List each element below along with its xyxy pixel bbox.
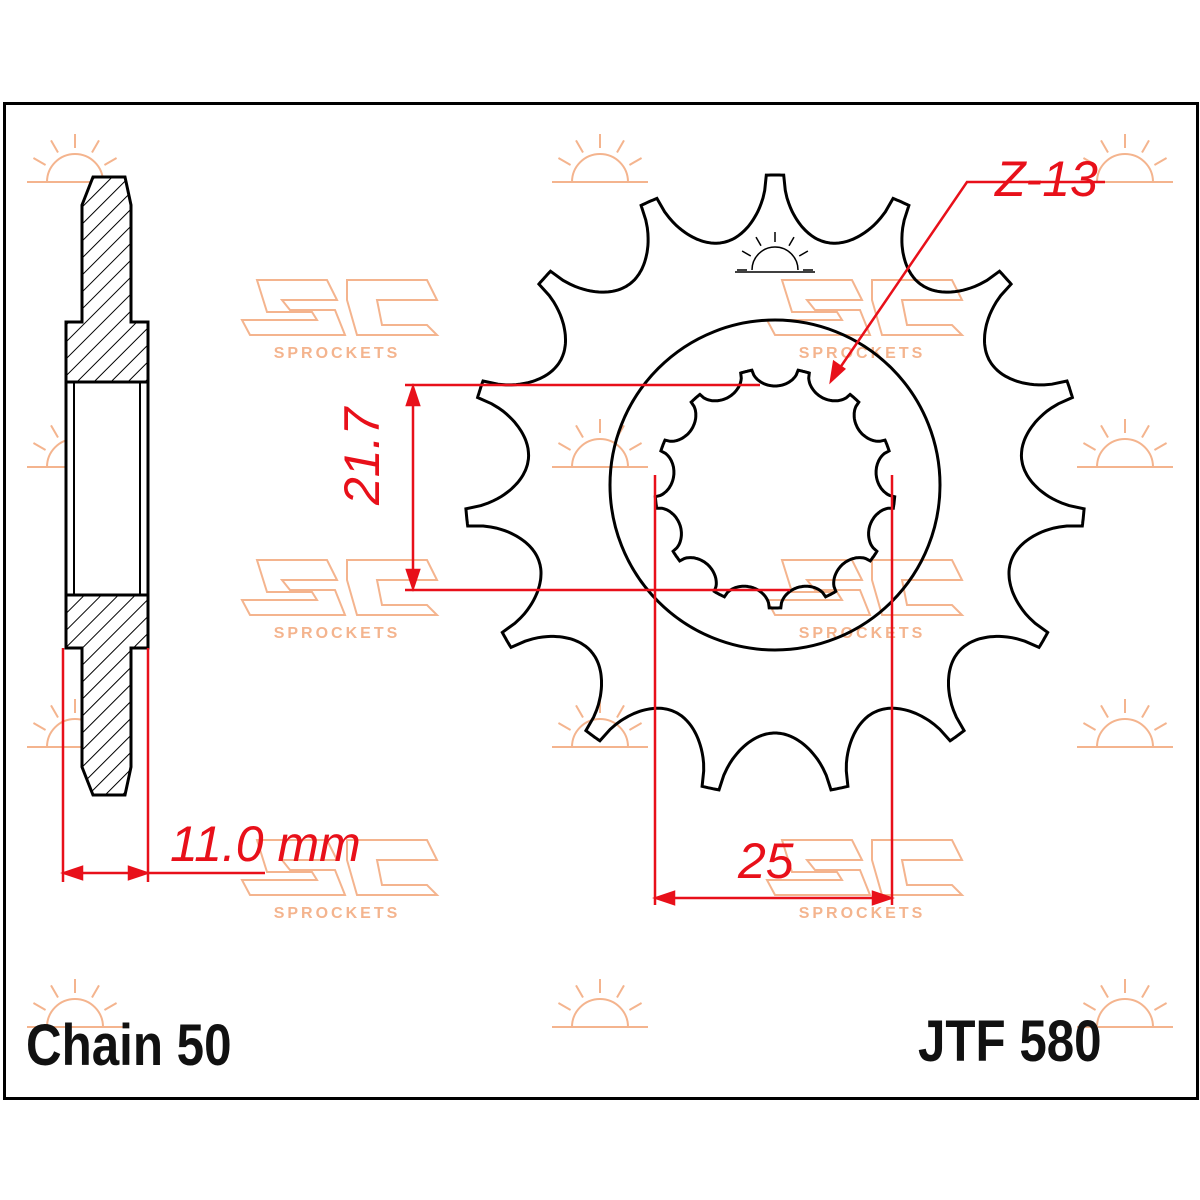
spline-bore — [653, 368, 897, 610]
center-logo — [735, 232, 815, 273]
svg-text:SPROCKETS: SPROCKETS — [274, 905, 401, 922]
dim-inner-diameter-label: 21.7 — [334, 407, 390, 505]
z-leader-line — [831, 180, 1105, 379]
watermark-sun-logo — [552, 419, 648, 468]
watermark-sun-logo — [1077, 979, 1173, 1028]
watermark-jt-logo: SPROCKETS — [240, 279, 440, 362]
watermark-jt-logo: SPROCKETS — [765, 279, 965, 362]
side-view-upper-tooth — [64, 175, 150, 384]
side-view-hub — [64, 380, 150, 597]
watermark-sun-logo — [1077, 419, 1173, 468]
watermark-sun-logo — [1077, 699, 1173, 748]
hub-circle — [608, 318, 942, 652]
watermark-jt-logo: SPROCKETS — [765, 839, 965, 922]
svg-text:SPROCKETS: SPROCKETS — [274, 345, 401, 362]
chain-size-label: Chain 50 — [26, 1013, 232, 1078]
watermark-jt-logo: SPROCKETS — [240, 559, 440, 642]
dim-thickness-label: 11.0 mm — [170, 816, 361, 872]
watermark-jt-logo: SPROCKETS — [765, 559, 965, 642]
watermark-sun-logo — [552, 134, 648, 183]
svg-text:SPROCKETS: SPROCKETS — [274, 625, 401, 642]
sprocket-front-view — [464, 173, 1086, 792]
svg-text:SPROCKETS: SPROCKETS — [799, 345, 926, 362]
svg-text:SPROCKETS: SPROCKETS — [799, 905, 926, 922]
dim-span-label: 25 — [738, 833, 794, 889]
side-view — [64, 175, 150, 797]
dimension-lines — [60, 180, 1105, 906]
sprocket-outline — [464, 173, 1086, 792]
watermark-jt-logo: SPROCKETS — [240, 839, 440, 922]
part-number-label: JTF 580 — [918, 1009, 1102, 1074]
watermark-sun-logo — [27, 134, 123, 183]
teeth-count-label: Z-13 — [995, 151, 1098, 207]
svg-text:SPROCKETS: SPROCKETS — [799, 625, 926, 642]
side-view-lower-tooth — [64, 593, 150, 797]
watermark-sun-logo — [552, 979, 648, 1028]
drawing-frame — [3, 102, 1199, 1100]
watermark-sun-logo — [27, 979, 123, 1028]
watermark-sun-logo — [552, 699, 648, 748]
watermarks: SPROCKETS SPROCKETS SPROCKETS SPROCKETS SPRO… — [27, 134, 1173, 1028]
